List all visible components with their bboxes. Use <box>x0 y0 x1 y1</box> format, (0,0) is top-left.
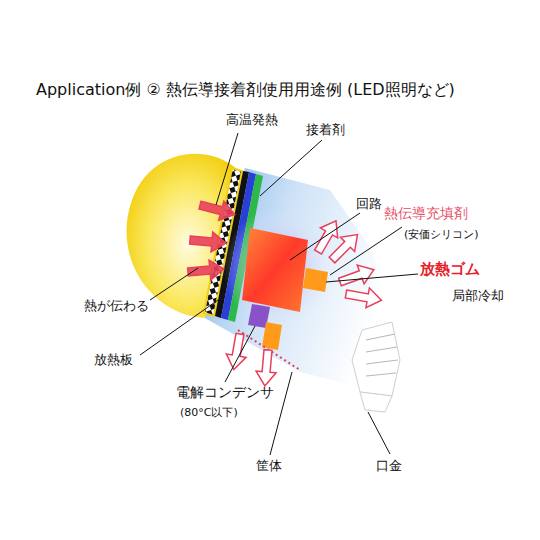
heat-arrow <box>325 227 365 267</box>
part-label: 放熱ゴム <box>420 260 480 278</box>
part-label: (安価シリコン) <box>404 228 479 241</box>
part-label: 口金 <box>376 458 402 474</box>
heat-arrow <box>189 230 227 253</box>
title: Application例 ② 熱伝導接着剤使用用途例 (LED照明など) <box>36 80 455 99</box>
base-threads <box>366 334 398 376</box>
part-label: 局部冷却 <box>452 288 504 304</box>
circuit-glow <box>223 208 333 328</box>
part-label: 回路 <box>356 196 382 212</box>
heat-arrow <box>344 284 383 310</box>
heat-rubber <box>303 268 328 292</box>
heat-arrow <box>187 259 225 282</box>
part-label: 接着剤 <box>306 122 345 138</box>
heat-arrow <box>255 349 278 387</box>
part-label: 放熱板 <box>94 352 133 368</box>
part-label: 高温発熱 <box>226 112 278 128</box>
heat-arrow <box>224 332 250 371</box>
part-label: 熱伝導充填剤 <box>384 205 468 222</box>
bulb-base <box>352 322 400 396</box>
heat-rubber <box>262 322 282 350</box>
part-label: 電解コンデンサ <box>176 384 274 401</box>
part-label: (80°C以下) <box>180 406 238 419</box>
leader-lines <box>140 133 418 455</box>
part-label: 筐体 <box>256 458 282 474</box>
circuit-block <box>242 228 308 312</box>
part-label: 熱が伝わる <box>84 298 149 314</box>
base-tip <box>360 392 392 412</box>
heat-arrow <box>337 260 378 291</box>
